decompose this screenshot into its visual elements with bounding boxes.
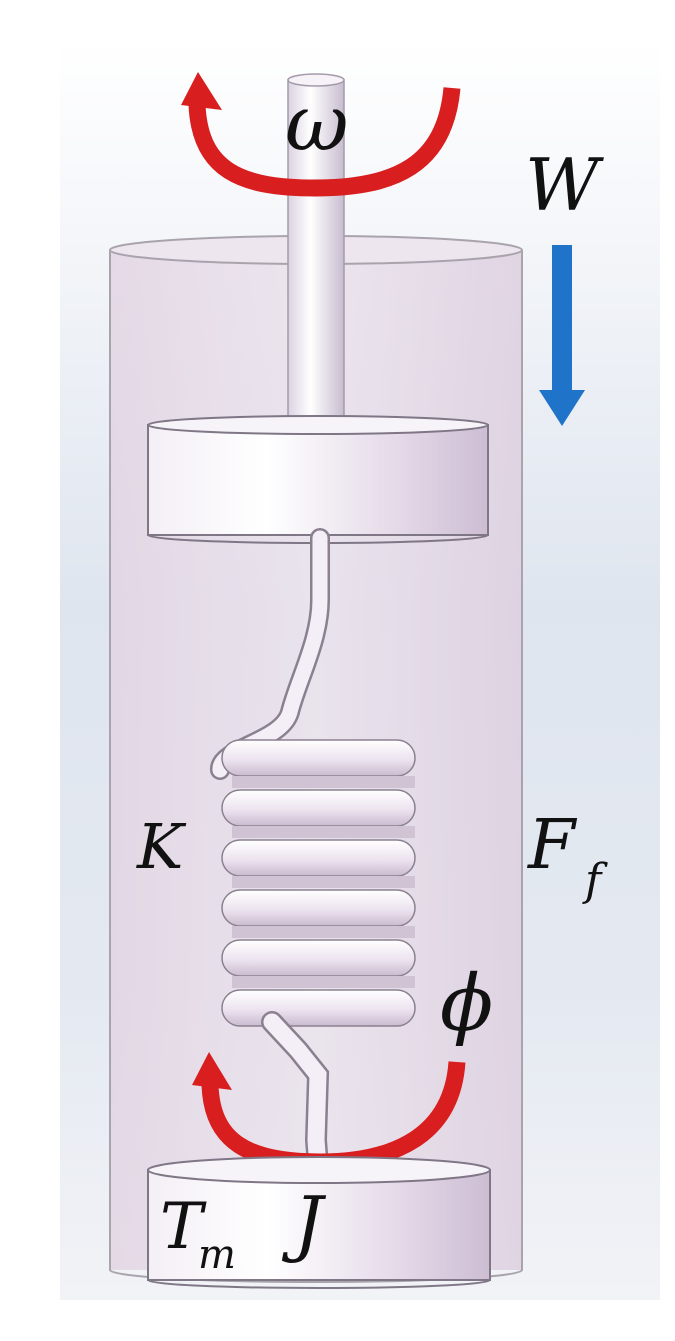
helical-spring (221, 739, 416, 1027)
piston-disc (147, 415, 489, 544)
load-arrow-icon (539, 245, 585, 426)
bottom-inertia-disc (147, 1156, 491, 1289)
label-F: F (526, 806, 578, 885)
spring-coil (221, 739, 416, 788)
top-rotation-arrow-icon (181, 72, 461, 197)
label-T: T (160, 1190, 207, 1264)
label-W: W (525, 143, 604, 227)
label-T-subscript: m (198, 1232, 236, 1278)
spring-coil (221, 789, 416, 838)
label-K: K (136, 810, 187, 883)
spring-coil (221, 939, 416, 988)
spring-coil (221, 989, 416, 1027)
spring-coil (221, 889, 416, 938)
label-omega: ω (285, 79, 349, 169)
spring-coil (221, 839, 416, 888)
top-shaft (287, 73, 345, 426)
label-phi: ϕ (440, 959, 493, 1049)
